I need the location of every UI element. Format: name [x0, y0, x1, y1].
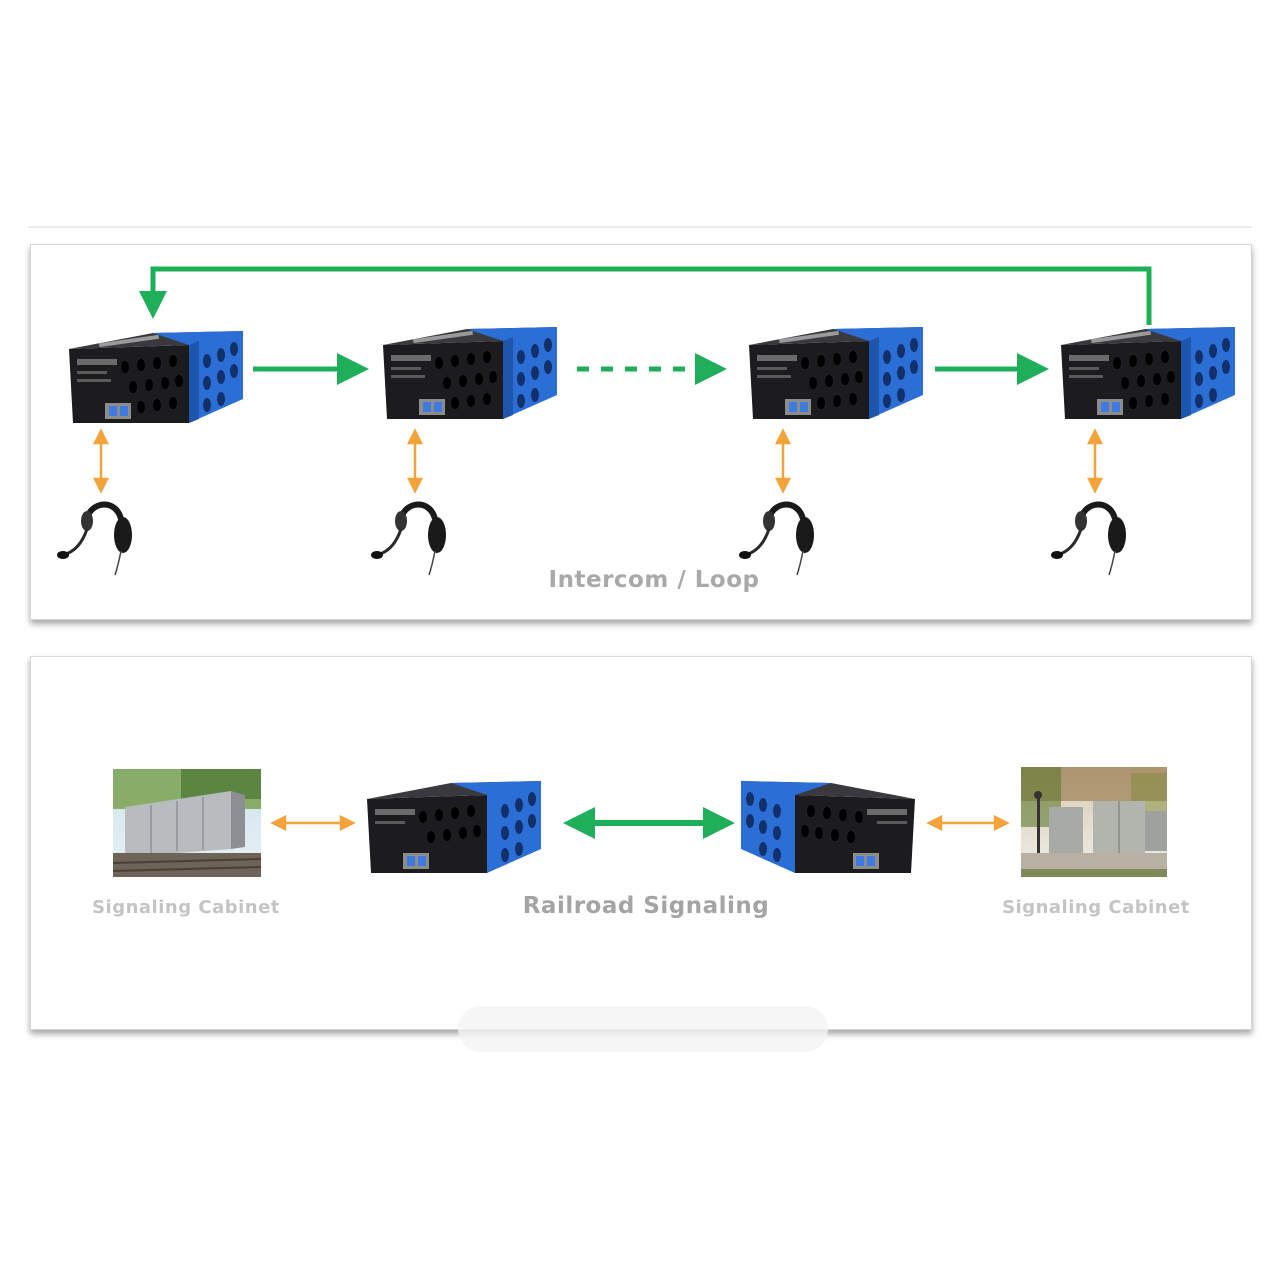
top-divider	[28, 226, 1252, 228]
intercom-loop-diagram	[31, 266, 1235, 619]
loop-link-2-3-arrowhead	[695, 353, 727, 385]
loop-device-3	[749, 327, 923, 419]
panel-reflection	[458, 1006, 828, 1052]
headset-icon	[1051, 505, 1126, 575]
loop-device-1	[69, 331, 243, 423]
signaling-cabinet-label-left: Signaling Cabinet	[92, 897, 280, 918]
loop-return-link	[150, 266, 1152, 325]
loop-return-arrowhead	[139, 291, 167, 319]
loop-link-3-4-arrowhead	[1017, 353, 1049, 385]
headset-icon	[57, 505, 132, 575]
cabinet-connector-left	[270, 814, 356, 832]
signaling-cabinet-label-right: Signaling Cabinet	[1002, 897, 1190, 918]
rail-fiber-link	[563, 807, 735, 839]
signaling-cabinet-photo-left	[112, 769, 262, 877]
headset-icon	[371, 505, 446, 575]
railroad-signaling-caption: Railroad Signaling	[522, 893, 770, 919]
intercom-loop-panel: Intercom / Loop	[30, 244, 1252, 620]
loop-device-4	[1061, 327, 1235, 419]
headset-connector-2	[406, 428, 424, 494]
headset-connector-1	[92, 428, 110, 494]
headset-connector-3	[774, 428, 792, 494]
loop-device-2	[383, 327, 557, 419]
signaling-cabinet-photo-right	[1021, 767, 1167, 877]
intercom-loop-caption: Intercom / Loop	[548, 567, 760, 593]
railroad-signaling-panel: Signaling Cabinet Railroad Signaling Sig…	[30, 656, 1252, 1030]
headset-icon	[739, 505, 814, 575]
rail-device-left	[367, 781, 541, 873]
railroad-signaling-diagram	[112, 767, 1167, 877]
rail-device-right	[741, 781, 915, 873]
loop-link-1-2-arrowhead	[337, 353, 369, 385]
cabinet-connector-right	[926, 814, 1010, 832]
headset-connector-4	[1086, 428, 1104, 494]
